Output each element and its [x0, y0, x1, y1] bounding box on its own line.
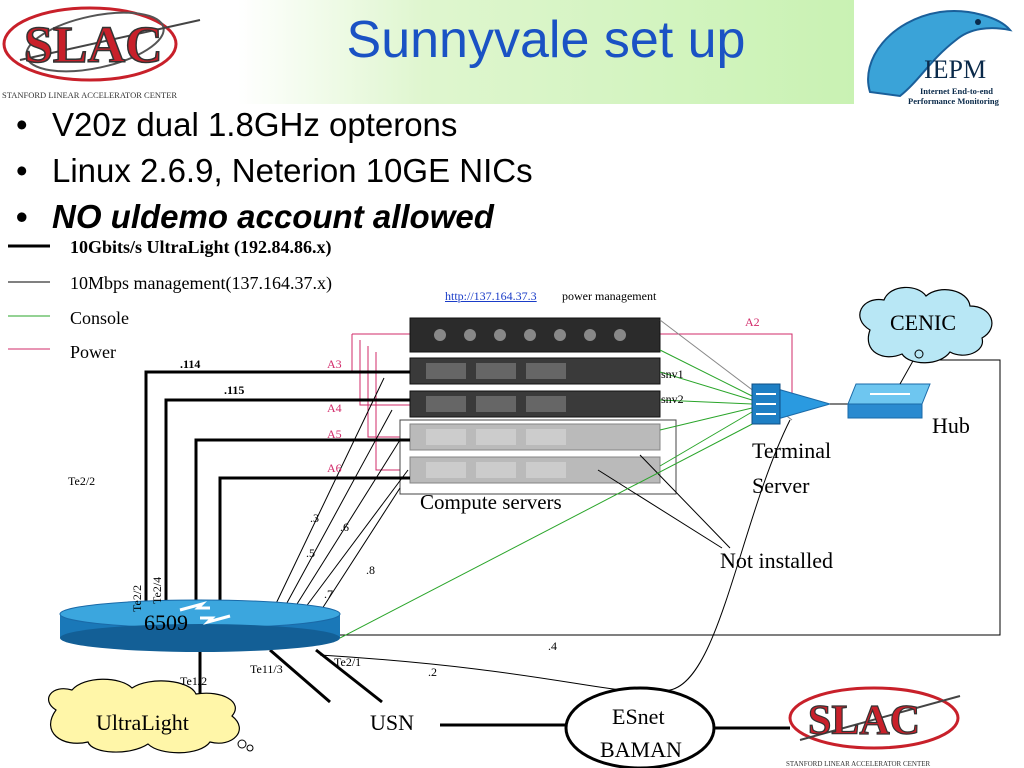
- hub-label: Hub: [932, 413, 970, 438]
- hub-icon: [847, 383, 931, 419]
- port-label-te2-2: Te2/2: [68, 474, 96, 488]
- terminal-server-label-2: Server: [752, 473, 810, 498]
- iepm-subtitle-1: Internet End-to-end: [920, 86, 993, 96]
- usn-label: USN: [370, 710, 415, 735]
- cenic-label: CENIC: [890, 310, 956, 335]
- iepm-logo: IEPM Internet End-to-end Performance Mon…: [860, 0, 1024, 110]
- bullet-item: •Linux 2.6.9, Neterion 10GE NICs: [16, 152, 533, 189]
- power-label-a5: A5: [327, 427, 342, 441]
- mgmt-addr-7: .7: [324, 587, 333, 601]
- terminal-server-icon: [751, 383, 832, 425]
- management-links: [271, 319, 1001, 693]
- ultralight-label: UltraLight: [96, 710, 189, 735]
- bullet-list: •V20z dual 1.8GHz opterons •Linux 2.6.9,…: [16, 102, 533, 240]
- title-band: [238, 0, 854, 104]
- compute-servers-label: Compute servers: [420, 490, 562, 514]
- page-title: Sunnyvale set up: [346, 11, 746, 69]
- port-label-te2-1: Te2/1: [334, 655, 362, 669]
- mgmt-addr-5: .5: [306, 546, 315, 560]
- router-label: 6509: [144, 610, 188, 635]
- slac-logo-top: SLAC STANFORD LINEAR ACCELERATOR CENTER: [0, 0, 234, 104]
- console-links: [339, 349, 761, 639]
- bullet-item: •V20z dual 1.8GHz opterons: [16, 106, 458, 143]
- power-management-label: power management: [562, 289, 657, 303]
- mgmt-addr-6: .6: [340, 520, 349, 534]
- mgmt-addr-8: .8: [366, 563, 375, 577]
- legend-ultralight: 10Gbits/s UltraLight (192.84.86.x): [70, 237, 332, 257]
- addr-115: .115: [224, 383, 245, 397]
- addr-114: .114: [180, 357, 201, 371]
- power-label-a3: A3: [327, 357, 342, 371]
- iepm-subtitle-2: Performance Monitoring: [908, 96, 1000, 106]
- router-6509-icon: [59, 599, 341, 652]
- svg-text:STANFORD LINEAR ACCELERATOR CE: STANFORD LINEAR ACCELERATOR CENTER: [786, 760, 931, 768]
- esnet-label: ESnet: [612, 704, 665, 729]
- dolphin-icon: [867, 10, 1013, 98]
- power-label-a2: A2: [745, 315, 760, 329]
- slac-orbit-1: [2, 6, 178, 82]
- legend-power: Power: [70, 342, 116, 362]
- server-label-snv1: snv1: [661, 367, 684, 381]
- iepm-logo-text: IEPM: [924, 55, 986, 84]
- ultralight-links: [144, 370, 410, 705]
- legend-console: Console: [70, 308, 130, 328]
- port-label-te11-3: Te11/3: [250, 662, 283, 676]
- slac-beam: [19, 19, 201, 61]
- slac-logo-text: SLAC: [24, 17, 163, 74]
- rack: [409, 317, 661, 484]
- mgmt-addr-3: .3: [310, 511, 319, 525]
- port-label-te1-2: Te1/2: [180, 674, 208, 688]
- cenic-cloud: [859, 286, 993, 364]
- baman-label: BAMAN: [600, 737, 682, 762]
- mgmt-addr-2: .2: [428, 665, 437, 679]
- not-installed-label: Not installed: [720, 548, 834, 573]
- slac-logo-subtitle: STANFORD LINEAR ACCELERATOR CENTER: [2, 90, 177, 100]
- server-label-snv2: snv2: [661, 392, 684, 406]
- bullet-item: •NO uldemo account allowed: [16, 198, 494, 235]
- power-label-a4: A4: [327, 401, 342, 415]
- power-label-a6: A6: [327, 461, 342, 475]
- mgmt-addr-4: .4: [548, 639, 557, 653]
- terminal-server-label-1: Terminal: [752, 438, 832, 463]
- port-label-te2-2-vertical: Te2/2: [130, 584, 144, 612]
- svg-text:SLAC: SLAC: [808, 698, 920, 744]
- port-label-te2-4-vertical: Te2/4: [150, 576, 164, 604]
- legend-management: 10Mbps management(137.164.37.x): [70, 273, 332, 293]
- power-management-link[interactable]: http://137.164.37.3: [445, 289, 537, 303]
- slac-logo-bottom: SLAC STANFORD LINEAR ACCELERATOR CENTER: [786, 686, 961, 768]
- ultralight-cloud: [48, 678, 254, 754]
